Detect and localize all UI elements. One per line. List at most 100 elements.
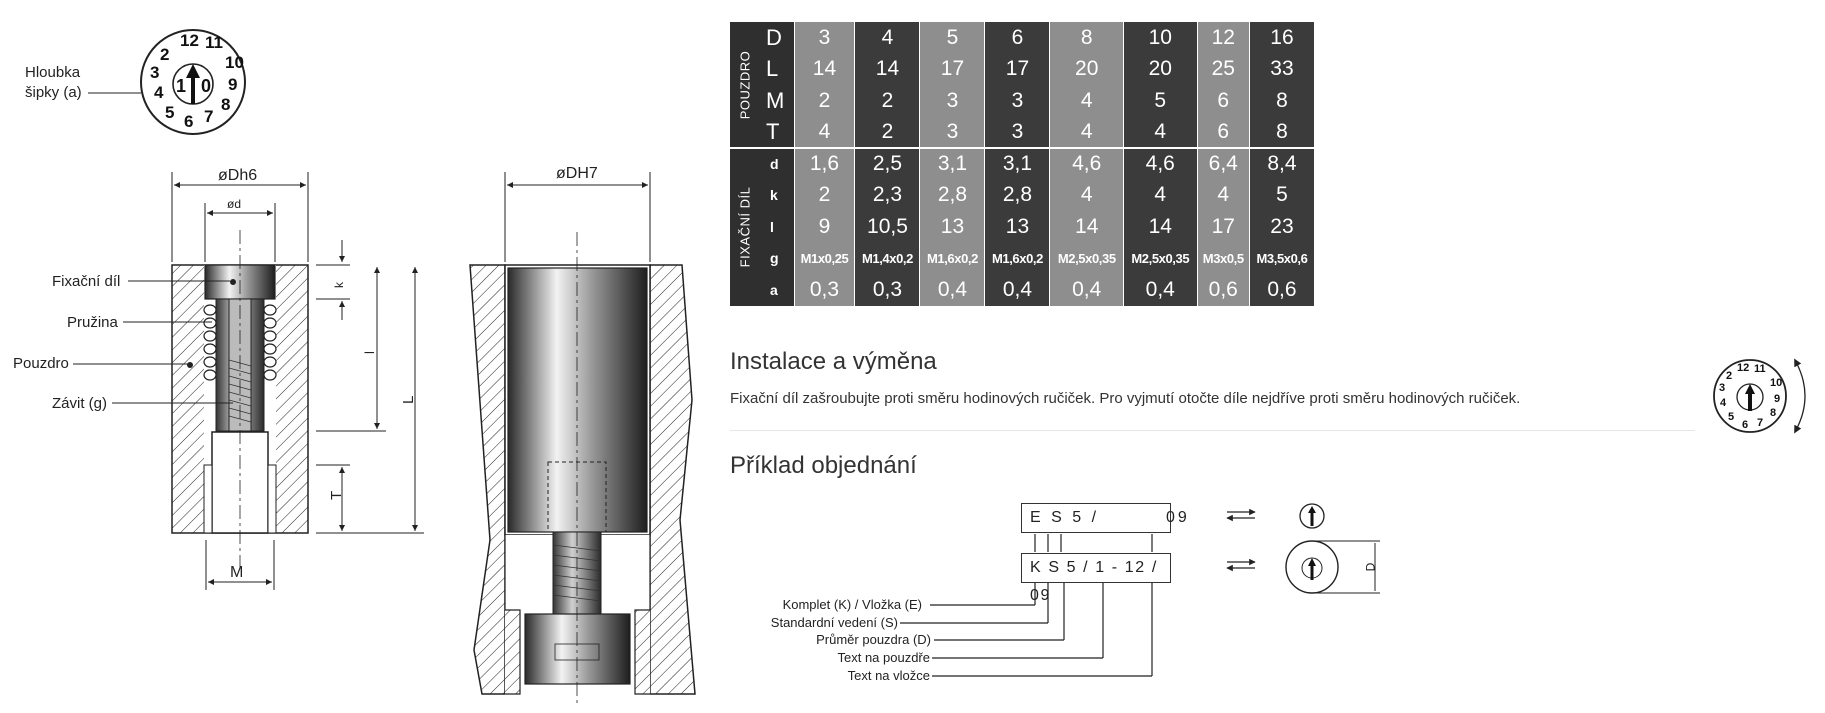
table-cell: 25: [1197, 53, 1250, 85]
table-cell: 14: [1049, 211, 1124, 243]
dim-L-label: L: [400, 396, 417, 404]
install-text: Fixační díl zašroubujte proti směru hodi…: [730, 390, 1521, 407]
table-cell: M1,6x0,2: [919, 242, 986, 274]
table-cell: 13: [984, 211, 1051, 243]
table-cell: 3: [919, 85, 986, 117]
table-cell: 10: [1123, 22, 1198, 54]
table-cell: 5: [1123, 85, 1198, 117]
table-cell: 2: [794, 179, 856, 211]
row-label: l: [760, 211, 795, 243]
table-cell: 3: [984, 85, 1051, 117]
group-fix-label: FIXAČNÍ DÍL: [730, 147, 760, 306]
label-spring: Pružina: [67, 314, 119, 331]
table-cell: 4: [1123, 116, 1198, 148]
row-label: k: [760, 179, 795, 211]
table-cell: 2,8: [919, 179, 986, 211]
table-cell: 4: [1049, 116, 1124, 148]
table-cell: 0,4: [984, 274, 1051, 306]
table-cell: 10,5: [854, 211, 921, 243]
table-cell: 9: [794, 211, 856, 243]
table-cell: 6: [984, 22, 1051, 54]
dial-number-center: 0: [201, 76, 211, 96]
table-cell: 5: [919, 22, 986, 54]
dial-number-left: 1: [176, 76, 186, 96]
table-cell: 12: [1197, 22, 1250, 54]
table-cell: 0,6: [1197, 274, 1250, 306]
table-cell: 4: [854, 22, 921, 54]
table-cell: 17: [1197, 211, 1250, 243]
table-cell: 33: [1249, 53, 1316, 85]
table-cell: M1,6x0,2: [984, 242, 1051, 274]
table-cell: 2: [794, 85, 856, 117]
table-cell: 8,4: [1249, 147, 1316, 180]
table-cell: 3: [984, 116, 1051, 148]
dim-DH7-label: øDH7: [556, 165, 598, 182]
table-cell: 4: [1123, 179, 1198, 211]
table-cell: 3,1: [984, 147, 1051, 180]
table-cell: 0,4: [1123, 274, 1198, 306]
dim-D-label: D: [1363, 562, 1378, 572]
row-label: L: [760, 53, 795, 85]
label-depth-line2: šipky (a): [25, 84, 82, 101]
section-divider: [730, 430, 1695, 431]
table-cell: 6: [1197, 116, 1250, 148]
table-cell: 5: [1249, 179, 1316, 211]
order-leader-lines: [900, 534, 1153, 677]
table-cell: 2,3: [854, 179, 921, 211]
table-cell: M1x0,25: [794, 242, 856, 274]
table-cell: 0,4: [1049, 274, 1124, 306]
row-label: a: [760, 274, 795, 306]
label-depth-line1: Hloubka: [25, 64, 81, 81]
group-housing-label: POUZDRO: [730, 22, 760, 148]
table-cell: 16: [1249, 22, 1316, 54]
table-cell: 4: [1049, 85, 1124, 117]
table-cell: M1,4x0,2: [854, 242, 921, 274]
table-cell: 17: [984, 53, 1051, 85]
table-cell: 4: [1049, 179, 1124, 211]
table-cell: 4,6: [1123, 147, 1198, 180]
order-icons: [1226, 503, 1380, 594]
table-cell: 2: [854, 116, 921, 148]
installed-section: [469, 232, 696, 705]
table-cell: 3,1: [919, 147, 986, 180]
dim-M-label: M: [230, 564, 243, 581]
table-cell: 1,6: [794, 147, 856, 180]
dim-k-label: k: [332, 281, 346, 288]
table-cell: 20: [1123, 53, 1198, 85]
row-label: M: [760, 85, 795, 117]
table-cell: 0,3: [854, 274, 921, 306]
table-cell: 13: [919, 211, 986, 243]
table-cell: 0,6: [1249, 274, 1316, 306]
table-cell: 14: [854, 53, 921, 85]
legend-item: Text na pouzdře: [837, 650, 930, 665]
table-cell: 2: [854, 85, 921, 117]
table-cell: M2,5x0,35: [1123, 242, 1198, 274]
legend-item: Komplet (K) / Vložka (E): [782, 597, 922, 612]
table-cell: 14: [1123, 211, 1198, 243]
table-cell: 4: [1197, 179, 1250, 211]
row-label: d: [760, 147, 795, 180]
table-cell: 17: [919, 53, 986, 85]
code-insert: E S 5 / 09: [1021, 503, 1187, 533]
table-cell: 8: [1049, 22, 1124, 54]
dim-T-label: T: [328, 491, 345, 500]
table-cell: 8: [1249, 116, 1316, 148]
label-housing: Pouzdro: [13, 355, 69, 372]
table-cell: 6: [1197, 85, 1250, 117]
dim-d-label: ød: [227, 197, 241, 211]
svg-text:345 678 91011: 345 678 91011 122: [150, 31, 244, 131]
table-cell: 3: [794, 22, 856, 54]
table-cell: 2,8: [984, 179, 1051, 211]
install-heading: Instalace a výměna: [730, 348, 937, 375]
